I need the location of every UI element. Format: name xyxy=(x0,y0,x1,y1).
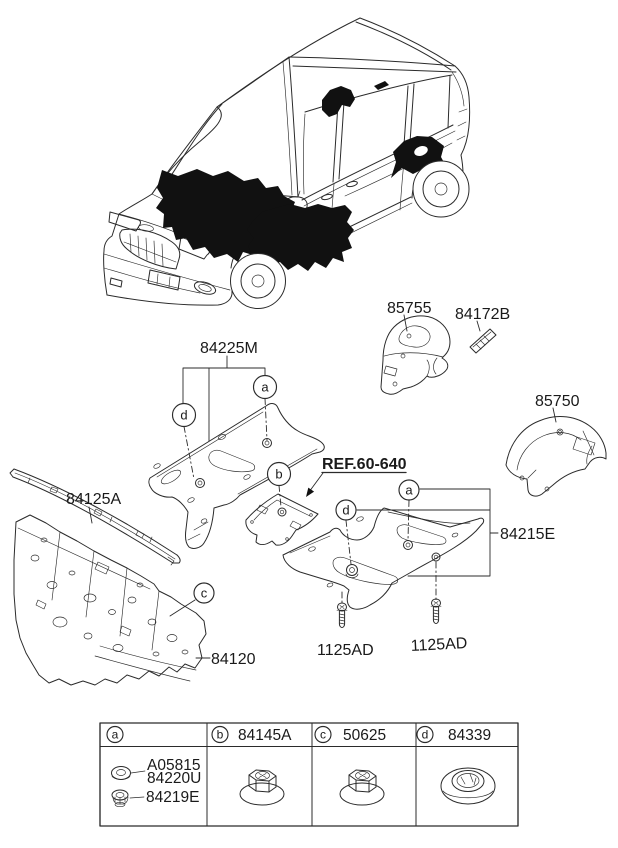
legend-table-border xyxy=(100,723,518,826)
callout-a-upper-letter: a xyxy=(261,380,269,395)
legend-header-b-circle xyxy=(212,727,228,743)
part-84225M-drawing xyxy=(149,404,324,549)
ref-label-60-640: REF.60-640 xyxy=(322,456,407,473)
bolt-icon-right xyxy=(431,599,441,624)
plastic-nut-icon-b xyxy=(240,770,284,805)
callout-a-upper xyxy=(254,376,277,399)
callout-d-lower-letter: d xyxy=(342,503,349,518)
leader-85750 xyxy=(553,408,556,422)
vehicle-illustration xyxy=(104,18,470,309)
part-85755-drawing xyxy=(381,316,450,394)
callout-a-lower-letter: a xyxy=(405,483,413,498)
callout-c-line xyxy=(170,600,195,616)
part-84120-drawing xyxy=(14,515,206,685)
legend-part-84219E: 84219E xyxy=(146,789,199,806)
leader-84172B xyxy=(477,321,480,331)
part-ref-bracket-drawing xyxy=(246,494,318,545)
bolt-icon-left xyxy=(337,603,347,628)
legend-part-84145A: 84145A xyxy=(238,727,292,744)
legend-table: a b 84145A c 50625 d 84339 A05815 84220U… xyxy=(100,723,518,826)
legend-part-84220U: 84220U xyxy=(147,770,201,787)
callout-a-lower xyxy=(399,480,419,500)
legend-header-c-letter: c xyxy=(320,728,326,742)
callout-lines-84215E xyxy=(342,489,498,605)
legend-a-dash-2 xyxy=(130,797,144,798)
part-84215E-drawing xyxy=(283,508,484,609)
callout-c xyxy=(194,583,214,603)
callout-b xyxy=(268,463,291,486)
legend-part-84339: 84339 xyxy=(448,727,491,744)
round-grommet-icon xyxy=(441,768,495,804)
plastic-nut-icon-c xyxy=(340,770,384,805)
part-label-85755: 85755 xyxy=(387,300,432,317)
legend-header-d-letter: d xyxy=(422,728,429,742)
legend-a-dash-1 xyxy=(131,771,145,773)
legend-header-a-letter: a xyxy=(112,728,119,742)
part-85750-drawing xyxy=(506,416,606,496)
part-label-1125AD-right: 1125AD xyxy=(410,635,467,655)
part-label-84120: 84120 xyxy=(211,651,256,668)
rear-wheel xyxy=(413,161,469,217)
callout-d-upper-letter: d xyxy=(180,408,187,423)
callout-d-lower xyxy=(336,500,356,520)
leader-84125A xyxy=(89,507,92,523)
legend-header-d-circle xyxy=(417,727,433,743)
callout-b-line xyxy=(279,486,281,508)
part-label-84172B: 84172B xyxy=(455,306,510,323)
part-label-84215E: 84215E xyxy=(500,526,555,543)
callout-lines-84225M xyxy=(183,356,267,479)
legend-part-50625: 50625 xyxy=(343,727,386,744)
callout-b-letter: b xyxy=(275,467,282,482)
callout-d-upper xyxy=(173,404,196,427)
leader-85755 xyxy=(404,315,407,331)
push-clip-grommet-icon xyxy=(112,790,128,807)
legend-header-a-circle xyxy=(107,727,123,743)
part-84125A-drawing xyxy=(10,469,180,565)
front-wheel xyxy=(231,254,286,309)
callout-c-letter: c xyxy=(201,586,208,601)
pad-location-patches xyxy=(156,81,447,271)
part-84172B-drawing xyxy=(470,329,496,353)
legend-header-c-circle xyxy=(315,727,331,743)
part-label-84225M: 84225M xyxy=(200,340,258,357)
part-label-85750: 85750 xyxy=(535,393,580,410)
part-label-1125AD-left: 1125AD xyxy=(317,642,374,659)
ref-60-640-arrow xyxy=(306,473,406,497)
washer-grommet-icon xyxy=(112,767,131,780)
legend-part-A05815: A05815 xyxy=(147,757,200,774)
part-label-84125A: 84125A xyxy=(66,491,121,508)
legend-header-b-letter: b xyxy=(217,728,224,742)
